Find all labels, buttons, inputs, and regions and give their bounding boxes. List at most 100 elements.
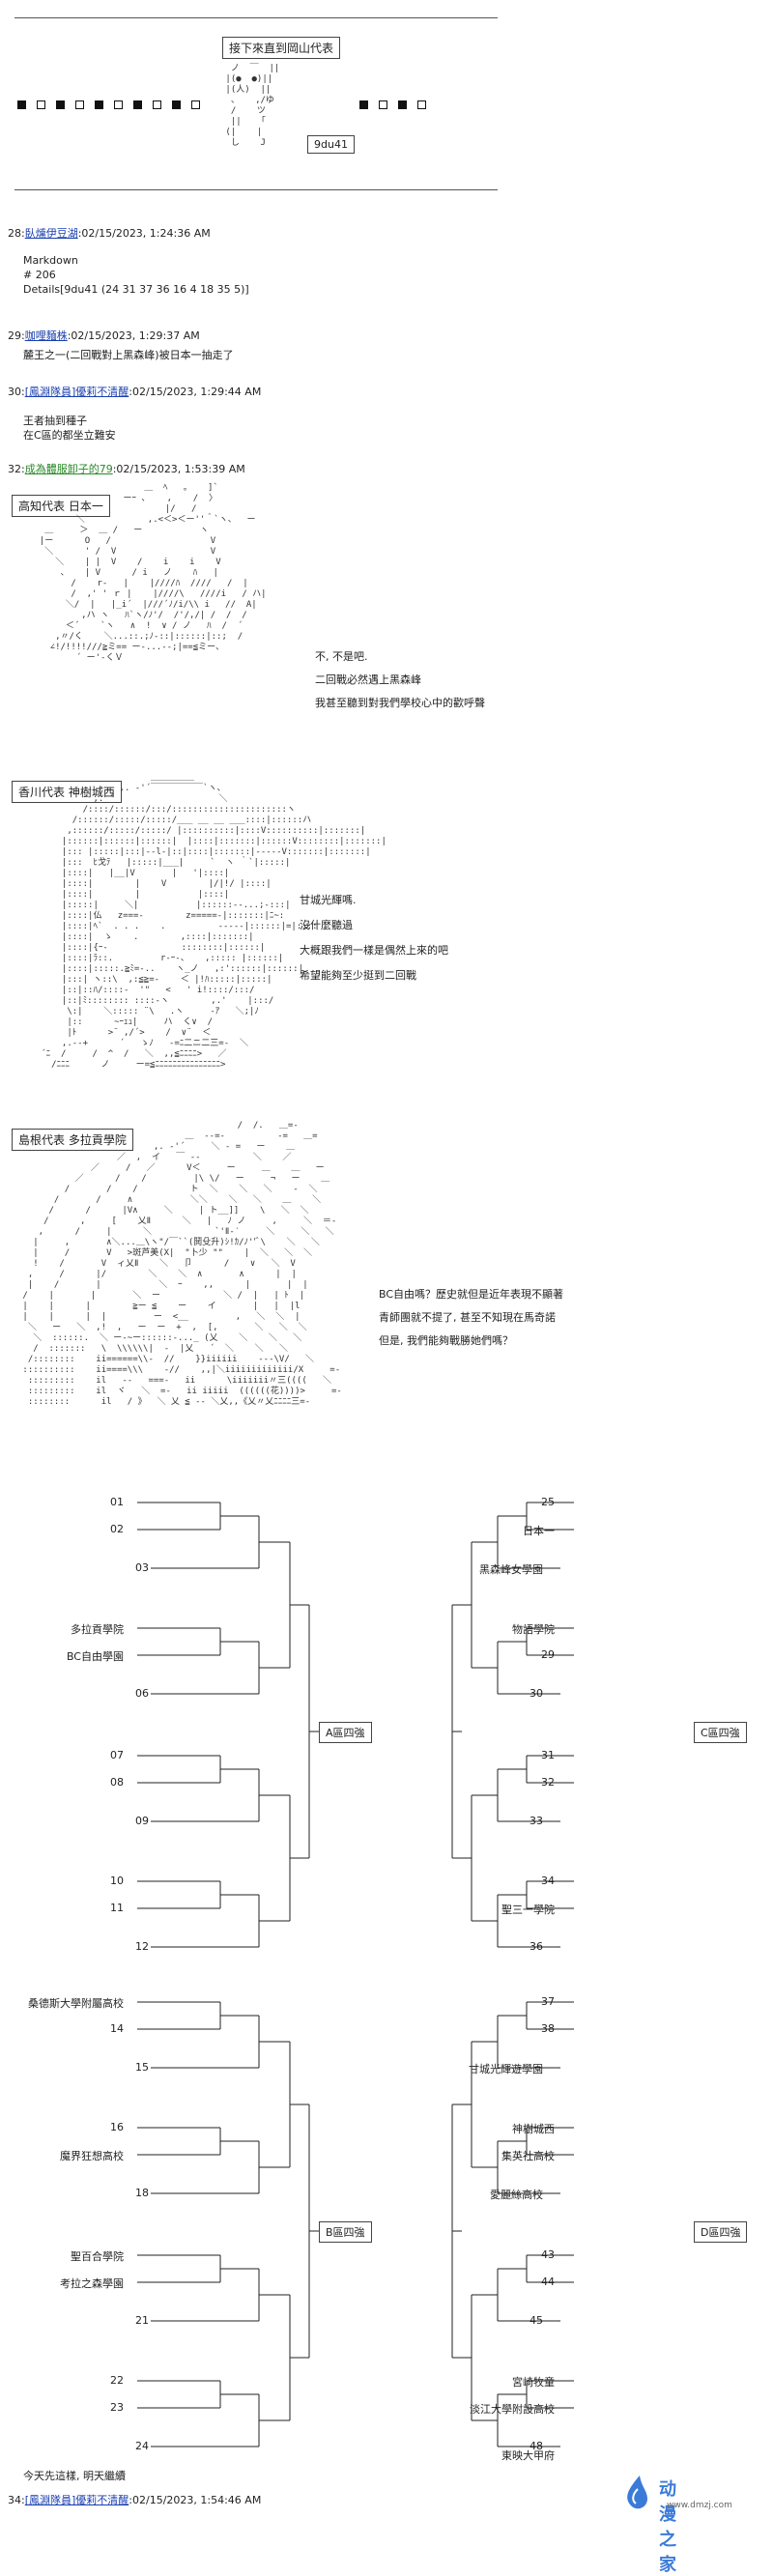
post-author-link[interactable]: 臥燻伊豆湖 <box>24 227 78 240</box>
bracket-entry: 集英社高校 <box>501 2150 555 2162</box>
post-line: # 206 <box>23 269 56 281</box>
quarter-label: C區四強 <box>694 1722 747 1743</box>
speech-line: 甘城光輝嗎. <box>300 894 357 906</box>
post-number: 29: <box>8 329 25 342</box>
bracket-entry: 多拉貢學院 <box>71 1623 124 1636</box>
footer-line: 今天先這樣, 明天繼續 <box>23 2469 126 2483</box>
post-28: 28:臥燻伊豆湖:02/15/2023, 1:24:36 AM <box>8 226 211 241</box>
bracket-entry: 淡江大學附設高校 <box>470 2403 555 2416</box>
scene-label: 島根代表 多拉貢學院 <box>12 1129 133 1151</box>
bracket-entry: 物語學院 <box>512 1623 555 1636</box>
post-number: 30: <box>8 386 25 398</box>
bracket-entry: 44 <box>541 2275 555 2288</box>
bracket-entry: 33 <box>530 1815 543 1827</box>
post-author-link[interactable]: [鳳淵隊員]優莉不清醒 <box>24 2494 129 2506</box>
bracket-entry: 11 <box>110 1902 124 1914</box>
id-box: 9du41 <box>307 135 355 154</box>
bracket-entry: 東映大甲府 <box>501 2449 555 2462</box>
post-30-body: 王者抽到種子 在C區的都坐立難安 <box>23 414 116 443</box>
speech-line: 但是, 我們能夠戰勝她們嗎？ <box>379 1334 513 1347</box>
post-date: :02/15/2023, 1:53:39 AM <box>112 463 245 475</box>
square-marker <box>56 100 65 109</box>
bracket-entry: 06 <box>135 1687 149 1700</box>
post-line: Markdown <box>23 254 78 267</box>
watermark-text: 动漫之家 <box>659 2479 676 2575</box>
post-29-body: 麓王之一(二回戰對上黑森峰)被日本一抽走了 <box>23 348 234 362</box>
square-marker <box>75 100 84 109</box>
header-figure-art: ノ ￣ || |(● ●)|| |(人) || 、 ,/ゆ / ツ || 「 (… <box>225 64 280 148</box>
bracket-entry: 21 <box>135 2314 149 2327</box>
bracket-entry: 31 <box>541 1749 555 1761</box>
bracket-entry: 30 <box>530 1687 543 1700</box>
post-date: :02/15/2023, 1:54:46 AM <box>129 2494 262 2506</box>
bracket-entry: 桑德斯大學附屬高校 <box>28 1997 124 2010</box>
bracket-entry: 36 <box>530 1940 543 1953</box>
square-marker <box>417 100 426 109</box>
ascii-art-character: ＿ ﾍ 。 ]` ーｰ ､ , / 〉 |/ / ＼ ,.<＜>＜ー''＾`ヽ、… <box>39 483 267 663</box>
square-marker <box>37 100 45 109</box>
bracket-entry: 09 <box>135 1815 149 1827</box>
square-marker <box>153 100 161 109</box>
post-number: 28: <box>8 227 25 240</box>
bracket-entry: 22 <box>110 2374 124 2387</box>
post-date: :02/15/2023, 1:29:37 AM <box>67 329 200 342</box>
bracket-entry: 14 <box>110 2022 124 2035</box>
speech-line: 我甚至聽到對我們學校心中的歡呼聲 <box>315 697 485 709</box>
post-line: 麓王之一(二回戰對上黑森峰)被日本一抽走了 <box>23 349 234 361</box>
bracket-entry: 25 <box>541 1496 555 1508</box>
bracket-entry: 45 <box>530 2314 543 2327</box>
bracket-entry: 29 <box>541 1648 555 1661</box>
square-marker <box>191 100 200 109</box>
post-author-link[interactable]: [鳳淵隊員]優莉不清醒 <box>24 386 129 398</box>
bracket-entry: 魔界狂想高校 <box>60 2150 124 2162</box>
bracket-entry: 02 <box>110 1523 124 1535</box>
speech-line: 不, 不是吧. <box>315 650 368 663</box>
post-34: 34:[鳳淵隊員]優莉不清醒:02/15/2023, 1:54:46 AM <box>8 2493 261 2507</box>
bracket-entry: 43 <box>541 2248 555 2261</box>
bracket-entry: 神樹城西 <box>512 2123 555 2135</box>
bracket-entry: 08 <box>110 1776 124 1789</box>
speech-line: 沒什麼聽過 <box>300 919 353 931</box>
footer-text: 今天先這樣, 明天繼續 <box>23 2470 126 2482</box>
bracket-entry: 37 <box>541 1995 555 2008</box>
speech-line: 青師團就不提了, 甚至不知現在馬奇諾 <box>379 1311 556 1324</box>
speech-line: 二回戰必然遇上黑森峰 <box>315 673 421 686</box>
square-marker <box>359 100 368 109</box>
bracket-entry: 03 <box>135 1561 149 1574</box>
scene-speech: 不, 不是吧. 二回戰必然遇上黑森峰 我甚至聽到對我們學校心中的歡呼聲 <box>315 649 485 711</box>
speech-line: 大概跟我們一樣是偶然上來的吧 <box>300 944 448 957</box>
ascii-art-character: / /. ＿=- ＿ -‐=- -= ＿= ,. ‐'´ ＼ ‐ = ー ＿ ／… <box>22 1121 342 1407</box>
bracket-entry: 聖三一學院 <box>501 1903 555 1916</box>
ascii-art-character: ＿＿＿＿＿ ,. ‐'´￣￣￣￣￣￣`ヽ、 ,. ´ ＼ /::::/:::::… <box>41 773 386 1070</box>
bracket-entry: 23 <box>110 2401 124 2414</box>
bracket-entry: 01 <box>110 1496 124 1508</box>
watermark-logo-icon <box>627 2476 647 2509</box>
scene-label: 香川代表 神樹城西 <box>12 781 122 803</box>
post-date: :02/15/2023, 1:24:36 AM <box>77 227 211 240</box>
square-marker <box>379 100 387 109</box>
post-author-link[interactable]: 成為體服卸子的79 <box>24 463 113 475</box>
post-30: 30:[鳳淵隊員]優莉不清醒:02/15/2023, 1:29:44 AM <box>8 385 261 399</box>
title-box: 接下來直到岡山代表 <box>222 37 341 59</box>
bracket-entry: 愛麗絲高校 <box>490 2189 543 2201</box>
quarter-label: B區四強 <box>319 2221 372 2243</box>
bracket-entry: 16 <box>110 2121 124 2133</box>
post-28-body: Markdown # 206 Details[9du41 (24 31 37 3… <box>23 253 249 297</box>
post-line: 在C區的都坐立難安 <box>23 429 116 442</box>
bracket-entry: 考拉之森學園 <box>60 2277 124 2290</box>
post-line: Details[9du41 (24 31 37 36 16 4 18 35 5)… <box>23 283 249 296</box>
square-marker <box>133 100 142 109</box>
bracket-entry: 12 <box>135 1940 149 1953</box>
post-number: 32: <box>8 463 25 475</box>
bracket-entry: 48 <box>530 2440 543 2452</box>
bracket-entry: 38 <box>541 2022 555 2035</box>
bracket-entry: 甘城光輝遊學園 <box>469 2063 543 2075</box>
post-author-link[interactable]: 咖哩麵株 <box>24 329 68 342</box>
bracket-entry: 18 <box>135 2187 149 2199</box>
bracket-entry: 32 <box>541 1776 555 1789</box>
square-marker <box>114 100 123 109</box>
bracket-entry: BC自由學園 <box>66 1650 124 1663</box>
post-line: 王者抽到種子 <box>23 415 87 427</box>
watermark-url: www.dmzj.com <box>667 2501 732 2510</box>
post-29: 29:咖哩麵株:02/15/2023, 1:29:37 AM <box>8 329 200 343</box>
